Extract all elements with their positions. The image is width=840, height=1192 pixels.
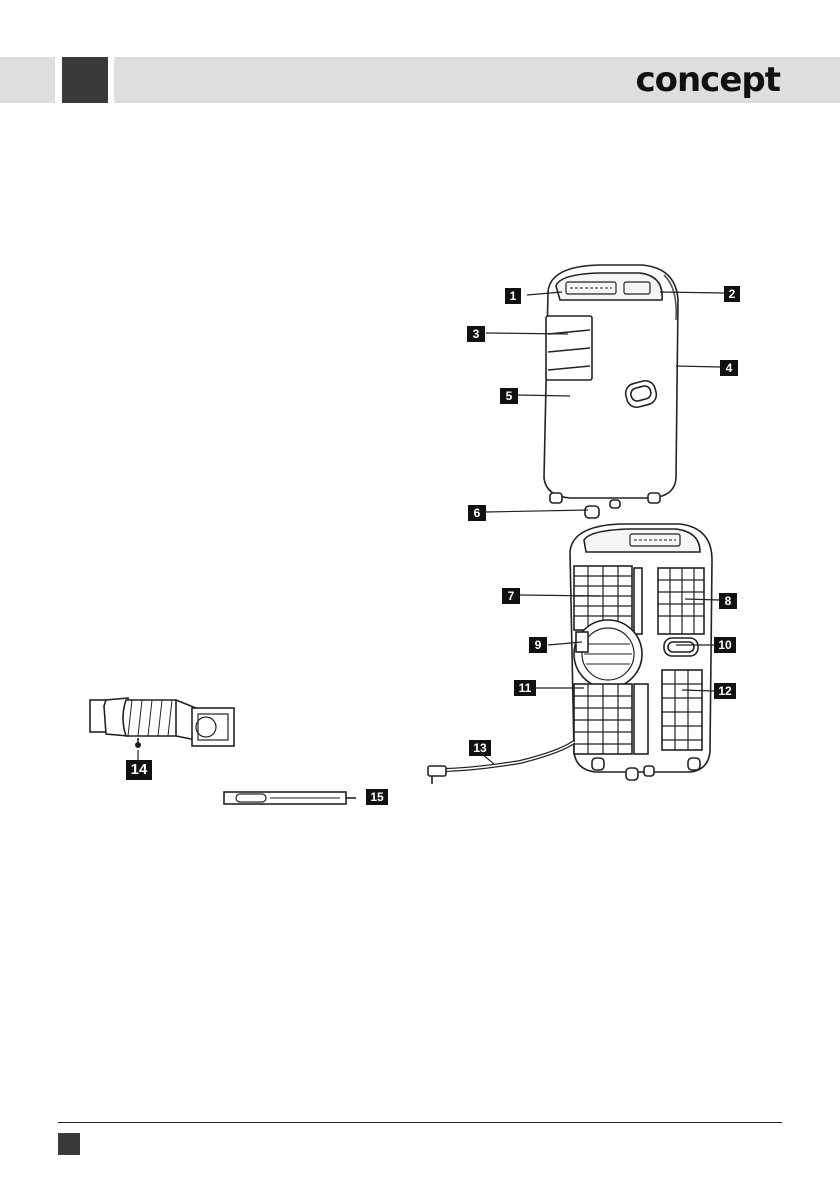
window-slider-illustration xyxy=(224,792,356,804)
footer-page-box xyxy=(58,1133,80,1155)
front-unit-illustration xyxy=(544,265,678,518)
callout-7: 7 xyxy=(502,588,520,604)
callout-11: 11 xyxy=(514,680,536,696)
callout-14: 14 xyxy=(126,760,152,780)
callout-3: 3 xyxy=(467,326,485,342)
callout-12: 12 xyxy=(714,683,736,699)
callout-4: 4 xyxy=(720,360,738,376)
callout-13: 13 xyxy=(469,740,491,756)
callout-9: 9 xyxy=(529,637,547,653)
callout-2: 2 xyxy=(724,286,740,302)
callout-15: 15 xyxy=(366,789,388,805)
callout-8: 8 xyxy=(719,593,737,609)
callout-6: 6 xyxy=(468,505,486,521)
exhaust-hose-illustration xyxy=(90,698,234,747)
callout-10: 10 xyxy=(714,637,736,653)
callout-5: 5 xyxy=(500,388,518,404)
callout-1: 1 xyxy=(505,288,521,304)
footer-rule xyxy=(58,1122,782,1123)
